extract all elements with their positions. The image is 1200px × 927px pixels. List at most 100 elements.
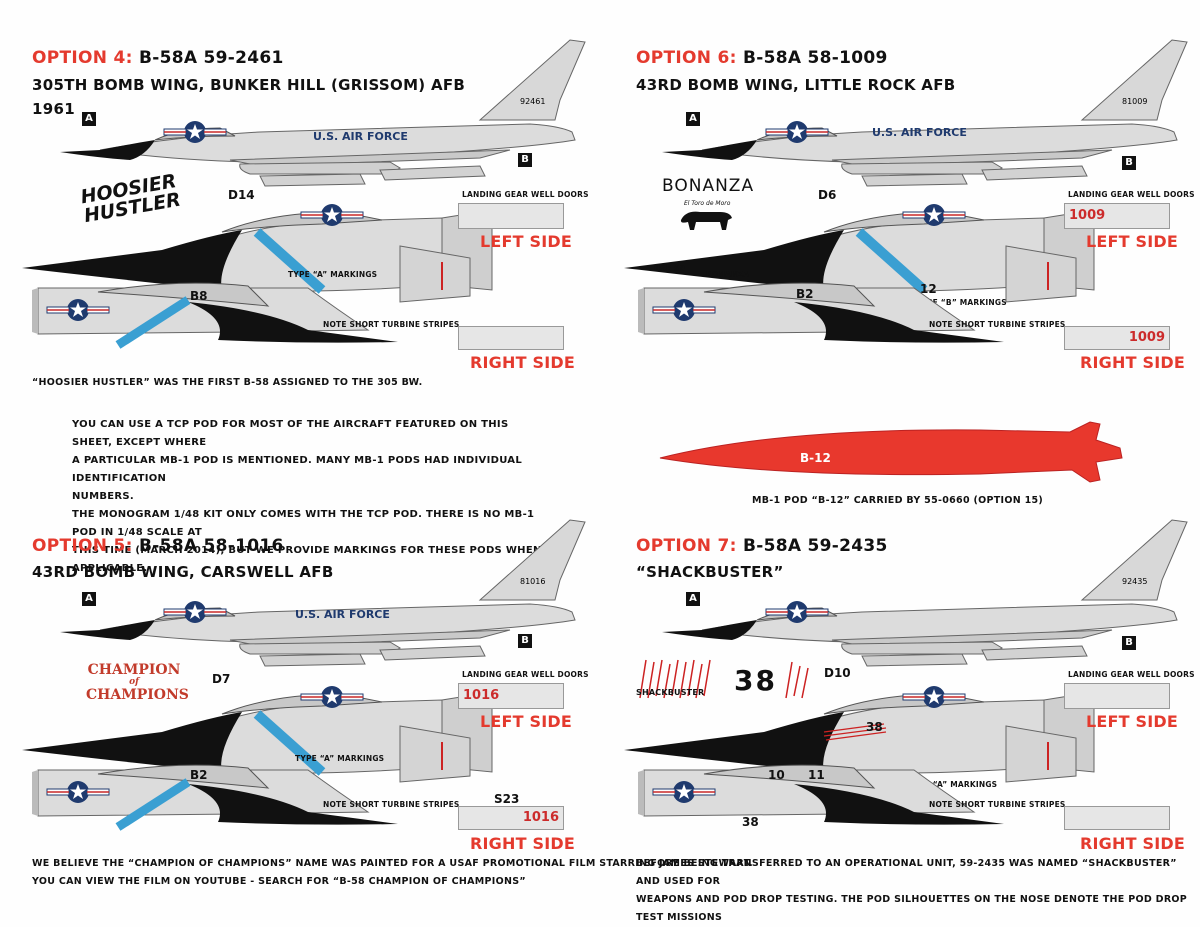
option7-unit: “SHACKBUSTER” bbox=[636, 563, 784, 581]
option7-aircraft-profile: 92435 bbox=[661, 519, 1188, 667]
option7-right-side-nose bbox=[637, 764, 1005, 826]
option7-callout-d10: D10 bbox=[824, 666, 851, 680]
option7-note-line: WEAPONS AND POD DROP TESTING. THE POD SI… bbox=[636, 894, 1188, 923]
option7-marker-b: B bbox=[1122, 636, 1136, 650]
option6-aircraft-profile: 81009 U.S. AIR FORCE bbox=[661, 39, 1188, 187]
bull-icon bbox=[680, 211, 732, 230]
option5-unit: 43RD BOMB WING, CARSWELL AFB bbox=[32, 563, 334, 581]
option6-callout-b2: B2 bbox=[796, 287, 814, 301]
option7-left-side-label: LEFT SIDE bbox=[1086, 712, 1179, 731]
option7-name-art-text: SHACKBUSTER bbox=[636, 688, 705, 697]
option5-right-side-label: RIGHT SIDE bbox=[470, 834, 575, 853]
option5-name-art-line3: CHAMPIONS bbox=[86, 687, 189, 703]
option5-landing-gear-label: LANDING GEAR WELL DOORS bbox=[462, 670, 589, 679]
option5-turbine-note: NOTE SHORT TURBINE STRIPES bbox=[323, 800, 460, 809]
option7-name-art-number: 38 bbox=[734, 664, 777, 697]
mb1-pod-illustration: B-12 bbox=[659, 421, 1123, 483]
option4-turbine-note: NOTE SHORT TURBINE STRIPES bbox=[323, 320, 460, 329]
general-note-line: THIS TIME (MARCH 2014), BUT WE PROVIDE M… bbox=[72, 545, 542, 574]
option4-left-side-nose bbox=[21, 203, 493, 294]
option6-left-side-label: LEFT SIDE bbox=[1086, 232, 1179, 251]
option4-right-side-nose bbox=[31, 282, 399, 349]
option7-callout-38-right: 38 bbox=[742, 815, 759, 829]
option7-label: OPTION 7: bbox=[636, 536, 737, 556]
option7-right-side-label: RIGHT SIDE bbox=[1080, 834, 1185, 853]
option5-usaf: U.S. AIR FORCE bbox=[295, 608, 390, 621]
option6-left-door-number: 1009 bbox=[1069, 208, 1106, 223]
pod-caption: MB-1 POD “B-12” CARRIED BY 55-0660 (OPTI… bbox=[752, 495, 1044, 506]
option5-callout-d7: D7 bbox=[212, 672, 231, 686]
option6-unit: 43RD BOMB WING, LITTLE ROCK AFB bbox=[636, 76, 956, 94]
option5-tail-number: 81016 bbox=[520, 577, 545, 586]
option6-tail-number: 81009 bbox=[1122, 97, 1147, 106]
option5-marker-b: B bbox=[518, 634, 532, 648]
option7-landing-gear-label: LANDING GEAR WELL DOORS bbox=[1068, 670, 1195, 679]
option6-type-marking: TYPE “B” MARKINGS bbox=[916, 298, 1007, 307]
option6-turbine-note: NOTE SHORT TURBINE STRIPES bbox=[929, 320, 1066, 329]
option6-name-art-sub: El Toro de Moro bbox=[684, 200, 731, 207]
option6-marker-b: B bbox=[1122, 156, 1136, 170]
option4-marker-b: B bbox=[518, 153, 532, 167]
option6-title: OPTION 6: B-58A 58-1009 bbox=[636, 48, 888, 68]
option7-left-door bbox=[1064, 683, 1170, 709]
option6-right-door: 1009 bbox=[1064, 326, 1170, 350]
option5-title: OPTION 5: B-58A 58-1016 bbox=[32, 536, 284, 556]
option4-intake bbox=[399, 245, 471, 303]
option7-type-marking: TYPE “A” MARKINGS bbox=[908, 780, 998, 789]
option5-right-side-nose bbox=[31, 764, 399, 831]
option5-use-s9: USE S9 bbox=[48, 746, 80, 755]
option4-type-marking: TYPE “A” MARKINGS bbox=[288, 270, 378, 279]
option6-aircraft: B-58A 58-1009 bbox=[742, 48, 888, 68]
option7-intake bbox=[1005, 725, 1077, 783]
option4-usaf: U.S. AIR FORCE bbox=[313, 130, 408, 143]
option6-right-door-number: 1009 bbox=[1128, 330, 1165, 345]
option4-callout-d14: D14 bbox=[228, 188, 255, 202]
pod-label: B-12 bbox=[800, 451, 831, 465]
option5-callout-s23: S23 bbox=[494, 792, 520, 806]
option5-note: WE BELIEVE THE “CHAMPION OF CHAMPIONS” N… bbox=[32, 855, 753, 891]
option6-left-side-nose bbox=[623, 203, 1095, 294]
option5-note-line: WE BELIEVE THE “CHAMPION OF CHAMPIONS” N… bbox=[32, 858, 753, 869]
option4-label: OPTION 4: bbox=[32, 48, 133, 68]
option7-callout-10: 10 bbox=[768, 768, 785, 782]
general-note-line: NUMBERS. bbox=[72, 491, 134, 502]
option5-name-art-line2: of bbox=[129, 677, 139, 687]
option6-callout-12: 12 bbox=[920, 282, 937, 296]
option4-note: “HOOSIER HUSTLER” WAS THE FIRST B-58 ASS… bbox=[32, 377, 423, 388]
general-note: YOU CAN USE A TCP POD FOR MOST OF THE AI… bbox=[72, 416, 552, 578]
option7-note: BEFORE BEING TRANSFERRED TO AN OPERATION… bbox=[636, 855, 1200, 927]
option4-callout-b8: B8 bbox=[190, 289, 208, 303]
option7-right-door bbox=[1064, 806, 1170, 830]
general-note-line: YOU CAN USE A TCP POD FOR MOST OF THE AI… bbox=[72, 419, 509, 448]
general-note-line: THE MONOGRAM 1/48 KIT ONLY COMES WITH TH… bbox=[72, 509, 535, 538]
option6-landing-gear-label: LANDING GEAR WELL DOORS bbox=[1068, 190, 1195, 199]
option5-left-door: 1016 bbox=[458, 683, 564, 709]
option5-right-door-number: 1016 bbox=[522, 810, 559, 825]
option4-use-s9: USE S9 bbox=[48, 264, 80, 273]
option6-name-art: BONANZA bbox=[662, 176, 755, 196]
option5-note-line: YOU CAN VIEW THE FILM ON YOUTUBE - SEARC… bbox=[32, 876, 526, 887]
option7-turbine-note: NOTE SHORT TURBINE STRIPES bbox=[929, 800, 1066, 809]
option4-title: OPTION 4: B-58A 59-2461 bbox=[32, 48, 284, 68]
option7-callout-11: 11 bbox=[808, 768, 825, 782]
option5-aircraft-profile: 81016 U.S. AIR FORCE bbox=[59, 519, 586, 667]
option7-name-art-strokes bbox=[639, 659, 809, 699]
option6-nose-name: BONANZA bbox=[706, 270, 750, 279]
option4-tail-number: 92461 bbox=[520, 97, 545, 106]
option7-title: OPTION 7: B-58A 59-2435 bbox=[636, 536, 888, 556]
option7-aircraft: B-58A 59-2435 bbox=[742, 536, 888, 556]
option7-note-line: BEFORE BEING TRANSFERRED TO AN OPERATION… bbox=[636, 858, 1177, 887]
option4-landing-gear-label: LANDING GEAR WELL DOORS bbox=[462, 190, 589, 199]
option4-right-side-label: RIGHT SIDE bbox=[470, 353, 575, 372]
option7-callout-38-left: 38 bbox=[866, 720, 883, 734]
option6-intake bbox=[1005, 245, 1077, 303]
option5-name-art-line1: CHAMPION bbox=[87, 662, 181, 678]
option4-aircraft: B-58A 59-2461 bbox=[138, 48, 284, 68]
option5-label: OPTION 5: bbox=[32, 536, 133, 556]
option6-use-s9: USE S9 bbox=[654, 264, 686, 273]
option5-left-door-number: 1016 bbox=[463, 688, 500, 703]
option7-tail-number: 92435 bbox=[1122, 577, 1147, 586]
option6-label: OPTION 6: bbox=[636, 48, 737, 68]
option4-unit: 305TH BOMB WING, BUNKER HILL (GRISSOM) A… bbox=[32, 76, 466, 94]
option6-usaf: U.S. AIR FORCE bbox=[872, 126, 967, 139]
